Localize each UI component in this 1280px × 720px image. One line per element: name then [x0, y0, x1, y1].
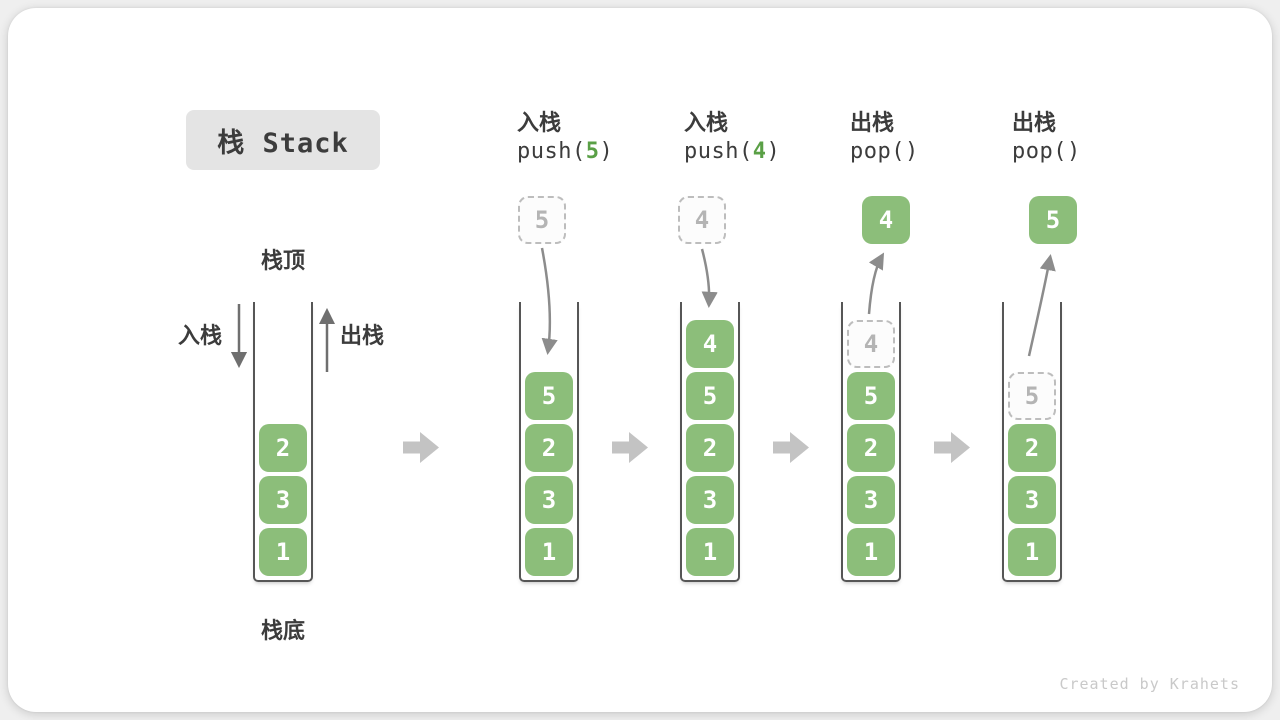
col-3-code-post: ) — [904, 139, 919, 164]
col-4-code-pre: pop( — [1012, 139, 1067, 164]
flow-chevron-right-icon — [773, 431, 810, 464]
stack-cell: 1 — [525, 528, 573, 576]
stack-container-2 — [680, 302, 740, 582]
stack-cell: 2 — [1008, 424, 1056, 472]
col-1-code-post: ) — [599, 139, 614, 164]
stack-cell: 3 — [847, 476, 895, 524]
stack-container-3 — [841, 302, 901, 582]
push-direction-label: 入栈 — [177, 323, 222, 348]
col-3-floating-value-box: 4 — [862, 196, 910, 244]
col-4-floating-value-box: 5 — [1029, 196, 1077, 244]
flow-chevron-right-icon — [403, 431, 440, 464]
stack-cell: 3 — [259, 476, 307, 524]
stack-cell: 2 — [259, 424, 307, 472]
col-4-code-post: ) — [1066, 139, 1081, 164]
stack-cell: 1 — [1008, 528, 1056, 576]
col-1-code-label: push(5) — [517, 139, 613, 164]
col-2-floating-value-box: 4 — [678, 196, 726, 244]
stack-cell: 3 — [686, 476, 734, 524]
col-4-operation-label: 出栈 — [1012, 110, 1057, 135]
title-box: 栈 Stack — [186, 110, 380, 170]
stack-container-4 — [1002, 302, 1062, 582]
col-2-code-arg: 4 — [752, 139, 767, 164]
pop-direction-label: 出栈 — [340, 323, 385, 348]
stack-cell: 2 — [525, 424, 573, 472]
col-2-code-post: ) — [766, 139, 781, 164]
stack-cell: 1 — [847, 528, 895, 576]
flow-chevron-right-icon — [934, 431, 971, 464]
stack-cell: 5 — [525, 372, 573, 420]
stack-cell: 5 — [847, 372, 895, 420]
col-3-operation-label: 出栈 — [850, 110, 895, 135]
col-1-code-pre: push( — [517, 139, 586, 164]
stack-cell-dashed: 5 — [1008, 372, 1056, 420]
stack-container-1 — [519, 302, 579, 582]
stack-cell: 2 — [847, 424, 895, 472]
col-2-code-label: push(4) — [684, 139, 780, 164]
stack-bottom-label: 栈底 — [260, 618, 305, 643]
stack-cell: 3 — [525, 476, 573, 524]
col-3-code-pre: pop( — [850, 139, 905, 164]
col-2-code-pre: push( — [684, 139, 753, 164]
stack-cell: 1 — [259, 528, 307, 576]
stack-cell: 3 — [1008, 476, 1056, 524]
page-title: 栈 Stack — [217, 127, 349, 159]
stack-cell: 2 — [686, 424, 734, 472]
stack-cell-dashed: 4 — [847, 320, 895, 368]
stack-cell: 4 — [686, 320, 734, 368]
col-4-code-label: pop() — [1012, 139, 1081, 164]
col-1-floating-value-box: 5 — [518, 196, 566, 244]
watermark: Created by Krahets — [1059, 675, 1240, 693]
stack-cell: 1 — [686, 528, 734, 576]
col-2-operation-label: 入栈 — [684, 110, 729, 135]
stack-container-0 — [253, 302, 313, 582]
stack-top-label: 栈顶 — [260, 248, 305, 273]
flow-chevron-right-icon — [612, 431, 649, 464]
stack-cell: 5 — [686, 372, 734, 420]
col-3-code-label: pop() — [850, 139, 919, 164]
col-1-code-arg: 5 — [585, 139, 600, 164]
col-1-operation-label: 入栈 — [517, 110, 562, 135]
